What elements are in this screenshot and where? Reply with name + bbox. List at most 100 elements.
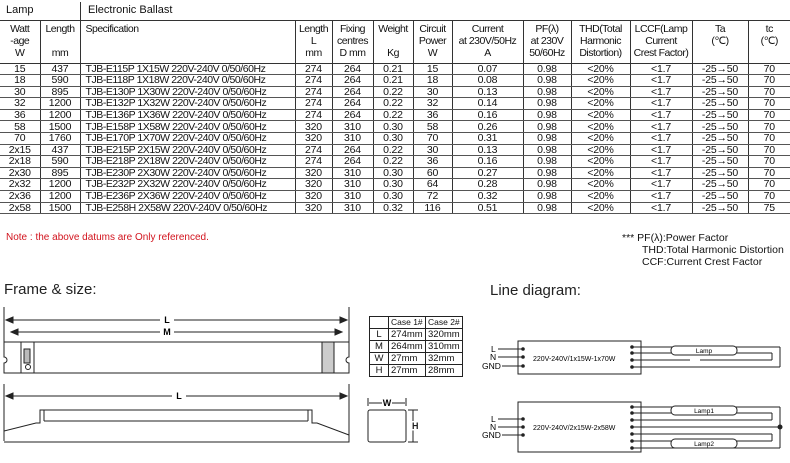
dim-h: H bbox=[412, 421, 419, 431]
cell-weight: 0.30 bbox=[372, 132, 413, 145]
cell-power-factor: 0.98 bbox=[522, 178, 571, 192]
col-header-line: W bbox=[427, 47, 438, 59]
cell-weight: 0.21 bbox=[372, 63, 413, 76]
cell-current: 0.14 bbox=[451, 97, 523, 110]
cell-lccf: <1.7 bbox=[629, 202, 692, 215]
cell-specification: TJB-E236P 2X36W 220V-240V 0/50/60Hz bbox=[79, 190, 295, 203]
col-header-line: Specification bbox=[85, 23, 140, 35]
cell-specification: TJB-E258H 2X58W 220V-240V 0/50/60Hz bbox=[79, 202, 295, 215]
cell-ta: -25→50 bbox=[691, 120, 748, 134]
cell-fixing-centres: 264 bbox=[331, 109, 373, 122]
cell-thd: <20% bbox=[570, 178, 630, 192]
cell-circuit-power: 116 bbox=[412, 202, 452, 215]
cell-power-factor: 0.98 bbox=[522, 144, 571, 157]
input-gnd: GND bbox=[482, 361, 501, 371]
cell-ta: -25→50 bbox=[691, 132, 748, 145]
size-cell: 28mm bbox=[425, 363, 463, 377]
cell-circuit-power: 30 bbox=[412, 144, 452, 157]
size-cell: Case 2# bbox=[425, 316, 463, 329]
size-cell: 32mm bbox=[425, 351, 463, 365]
cell-tc: 70 bbox=[747, 63, 790, 76]
cell-circuit-power: 70 bbox=[412, 132, 452, 145]
header-divider bbox=[80, 2, 81, 20]
cell-specification: TJB-E230P 2X30W 220V-240V 0/50/60Hz bbox=[79, 167, 295, 180]
dim-m: M bbox=[163, 327, 171, 337]
cell-lccf: <1.7 bbox=[629, 167, 692, 180]
col-header-line: L bbox=[310, 35, 317, 47]
col-header-line: Length bbox=[298, 23, 329, 35]
cell-ballast-length: 320 bbox=[294, 202, 332, 215]
cell-fixing-centres: 264 bbox=[331, 74, 373, 87]
cell-circuit-power: 64 bbox=[412, 178, 452, 192]
cell-tc: 70 bbox=[747, 178, 790, 192]
col-header-line: mm bbox=[305, 47, 322, 59]
cell-ta: -25→50 bbox=[691, 178, 748, 192]
cell-specification: TJB-E130P 1X30W 220V-240V 0/50/60Hz bbox=[79, 86, 295, 99]
cell-specification: TJB-E215P 2X15W 220V-240V 0/50/60Hz bbox=[79, 144, 295, 157]
cell-fixing-centres: 310 bbox=[331, 167, 373, 180]
cell-wattage: 32 bbox=[0, 97, 40, 110]
cell-current: 0.27 bbox=[451, 167, 523, 180]
cell-fixing-centres: 310 bbox=[331, 202, 373, 215]
cell-current: 0.28 bbox=[451, 178, 523, 192]
cell-lamp-length: 1200 bbox=[39, 178, 80, 192]
cell-wattage: 2x58 bbox=[0, 202, 40, 215]
cell-ballast-length: 320 bbox=[294, 132, 332, 145]
cell-specification: TJB-E218P 2X18W 220V-240V 0/50/60Hz bbox=[79, 155, 295, 168]
cell-tc: 70 bbox=[747, 155, 790, 168]
cell-lccf: <1.7 bbox=[629, 155, 692, 168]
col-header-line: Length bbox=[45, 23, 75, 35]
cell-fixing-centres: 310 bbox=[331, 178, 373, 192]
cell-tc: 70 bbox=[747, 120, 790, 134]
cell-thd: <20% bbox=[570, 120, 630, 134]
cell-weight: 0.22 bbox=[372, 155, 413, 168]
cell-thd: <20% bbox=[570, 109, 630, 122]
cell-ballast-length: 274 bbox=[294, 97, 332, 110]
cell-ballast-length: 320 bbox=[294, 120, 332, 134]
cell-lamp-length: 590 bbox=[39, 74, 80, 87]
cell-lamp-length: 1200 bbox=[39, 190, 80, 203]
col-header-line: at 230V/50Hz bbox=[458, 35, 517, 47]
cell-wattage: 15 bbox=[0, 63, 40, 76]
size-cell: Case 1# bbox=[388, 316, 426, 329]
col-header-line: Current bbox=[645, 35, 677, 47]
col-header-line: D mm bbox=[339, 47, 367, 59]
input-n: N bbox=[490, 352, 496, 362]
cell-thd: <20% bbox=[570, 97, 630, 110]
col-header-line: (℃) bbox=[711, 35, 729, 47]
cell-thd: <20% bbox=[570, 132, 630, 145]
cell-power-factor: 0.98 bbox=[522, 74, 571, 87]
cell-wattage: 2x15 bbox=[0, 144, 40, 157]
cell-weight: 0.22 bbox=[372, 97, 413, 110]
input-l-2: L bbox=[491, 414, 496, 424]
single-lamp-wiring bbox=[498, 340, 781, 375]
cell-weight: 0.30 bbox=[372, 167, 413, 180]
cell-wattage: 2x30 bbox=[0, 167, 40, 180]
cell-power-factor: 0.98 bbox=[522, 63, 571, 76]
top-view-drawing bbox=[3, 307, 350, 374]
cell-circuit-power: 36 bbox=[412, 109, 452, 122]
cell-fixing-centres: 264 bbox=[331, 155, 373, 168]
cell-lamp-length: 1200 bbox=[39, 97, 80, 110]
cell-lamp-length: 1500 bbox=[39, 120, 80, 134]
col-header-ta: Ta(℃) bbox=[691, 21, 748, 64]
col-header-line: Weight bbox=[378, 23, 408, 35]
cell-wattage: 2x36 bbox=[0, 190, 40, 203]
end-view-drawing bbox=[367, 398, 418, 443]
cell-current: 0.07 bbox=[451, 63, 523, 76]
cell-ballast-length: 274 bbox=[294, 63, 332, 76]
cell-ta: -25→50 bbox=[691, 109, 748, 122]
cell-ballast-length: 274 bbox=[294, 144, 332, 157]
